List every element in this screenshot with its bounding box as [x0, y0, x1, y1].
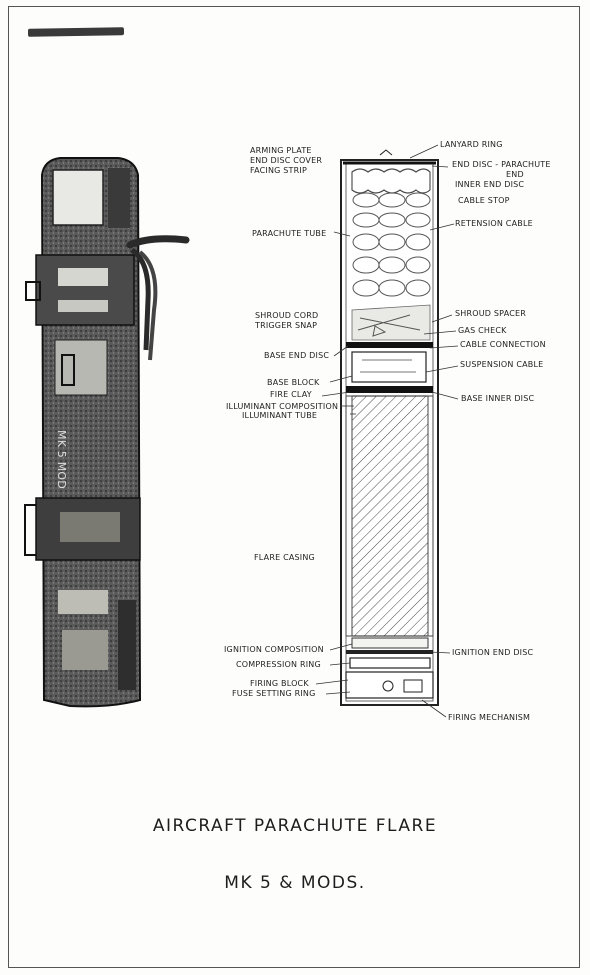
label-end-disc-parachute: END DISC - PARACHUTE: [452, 160, 551, 169]
label-ignition-composition: IGNITION COMPOSITION: [224, 645, 324, 654]
label-parachute-tube: PARACHUTE TUBE: [252, 229, 327, 238]
label-lanyard-ring: LANYARD RING: [440, 140, 503, 149]
photo-caption: MK 5 MOD: [55, 430, 68, 489]
label-fuse-setting-ring: FUSE SETTING RING: [232, 689, 316, 698]
page-border: [8, 6, 580, 968]
document-title: AIRCRAFT PARACHUTE FLARE: [152, 816, 438, 836]
label-flare-casing: FLARE CASING: [254, 553, 315, 562]
label-illuminant-tube: ILLUMINANT TUBE: [242, 411, 318, 420]
label-trigger-snap: TRIGGER SNAP: [255, 321, 318, 330]
label-arming-plate: ARMING PLATE: [250, 146, 312, 155]
document-subtitle: MK 5 & MODS.: [224, 873, 366, 893]
label-fire-clay: FIRE CLAY: [270, 390, 312, 399]
label-facing-strip: FACING STRIP: [250, 166, 307, 175]
label-suspension-cable: SUSPENSION CABLE: [460, 360, 544, 369]
label-shroud-cord: SHROUD CORD: [255, 311, 319, 320]
label-gas-check: GAS CHECK: [458, 326, 507, 335]
label-base-inner-disc: BASE INNER DISC: [461, 394, 535, 403]
flare-photo: [24, 157, 190, 708]
label-firing-mechanism: FIRING MECHANISM: [448, 713, 531, 722]
label-retension-cable: RETENSION CABLE: [455, 219, 533, 228]
label-shroud-spacer: SHROUD SPACER: [455, 309, 527, 318]
label-cable-stop: CABLE STOP: [458, 196, 510, 205]
label-end-disc-cover: END DISC COVER: [250, 156, 323, 165]
label-base-block: BASE BLOCK: [267, 378, 320, 387]
label-inner-end-disc: INNER END DISC: [455, 180, 525, 189]
flare-cutaway: [340, 149, 439, 706]
label-illuminant-composition: ILLUMINANT COMPOSITION: [226, 402, 339, 411]
label-ignition-end-disc: IGNITION END DISC: [452, 648, 534, 657]
label-firing-block: FIRING BLOCK: [250, 679, 309, 688]
label-cable-connection: CABLE CONNECTION: [460, 340, 546, 349]
label-end: END: [506, 170, 524, 179]
label-compression-ring: COMPRESSION RING: [236, 660, 321, 669]
label-base-end-disc: BASE END DISC: [264, 351, 330, 360]
leader-lines: [315, 144, 459, 718]
